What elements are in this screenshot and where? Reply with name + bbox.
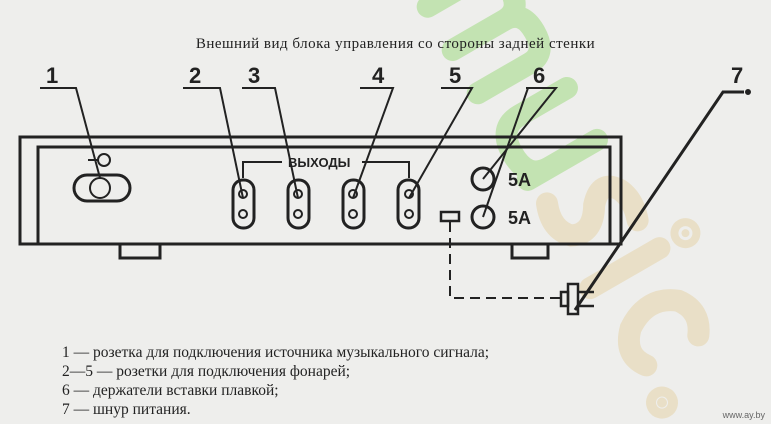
- callout-7: 7: [731, 63, 743, 88]
- diagram-title: Внешний вид блока управления со стороны …: [195, 36, 596, 52]
- unit-inner-panel: [36, 145, 612, 244]
- unit-outer-box: [18, 135, 623, 246]
- output-sockets: [231, 161, 421, 230]
- callout-leaders: [40, 87, 751, 311]
- legend-item: 2—5 — розетки для подключения фонарей;: [62, 363, 351, 380]
- fuse-holder-1: [470, 166, 496, 192]
- site-watermark: www.ay.by: [722, 410, 765, 420]
- callout-6: 6: [533, 63, 545, 88]
- legend-item: 6 — держатели вставки плавкой;: [62, 382, 279, 399]
- legend-item: 7 — шнур питания.: [62, 401, 191, 418]
- fuse-rating-1: 5A: [508, 170, 531, 190]
- fuse-holder-2: [470, 204, 496, 230]
- power-plug: [559, 282, 594, 316]
- power-cord-dashed: [449, 222, 560, 299]
- fuse-rating-2: 5A: [508, 208, 531, 228]
- foot-right: [510, 242, 550, 260]
- callout-4: 4: [372, 63, 385, 88]
- outputs-label: ВЫХОДЫ: [288, 155, 350, 170]
- cord-entry: [439, 210, 461, 223]
- foot-left: [118, 242, 162, 260]
- signal-input-socket: [72, 153, 132, 203]
- callout-5: 5: [449, 63, 461, 88]
- callout-2: 2: [189, 63, 201, 88]
- callout-1: 1: [46, 63, 58, 88]
- legend: 1 — розетка для подключения источника му…: [62, 343, 489, 419]
- callout-3: 3: [248, 63, 260, 88]
- legend-item: 1 — розетка для подключения источника му…: [62, 344, 490, 361]
